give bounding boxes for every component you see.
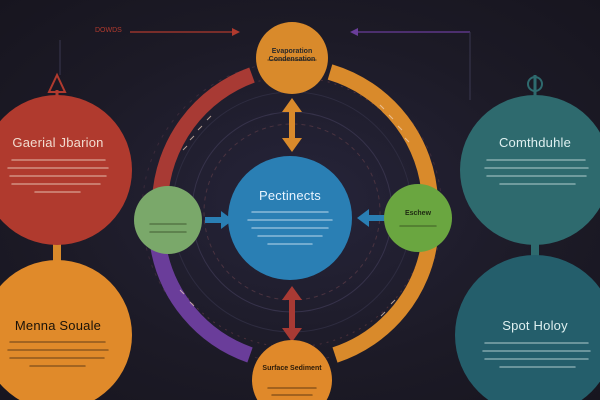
node-bottom <box>252 340 332 400</box>
node-body-lines <box>7 59 591 396</box>
node-right-lower-title: Spot Holoy <box>502 318 568 333</box>
node-left-small <box>134 186 202 254</box>
node-top-title: Evaporation Condensation <box>268 48 316 63</box>
node-right-upper-title: Comthduhle <box>498 135 572 150</box>
top-left-header: DOWDS <box>95 27 122 34</box>
cycle-arcs <box>150 64 438 363</box>
node-left-lower-title: Menna Souale <box>14 318 102 333</box>
node-top <box>256 22 328 94</box>
node-right-small-title: Eschew <box>404 210 432 217</box>
node-left-lower <box>0 260 132 400</box>
node-left-upper <box>0 95 132 245</box>
node-left-upper-title: Gaerial Jbarion <box>12 135 104 150</box>
nodes <box>0 22 600 400</box>
node-right-small <box>384 184 452 252</box>
node-center-title: Pectinects <box>259 188 321 203</box>
top-guide-arrows <box>59 28 471 100</box>
arc-text-marks <box>179 104 410 317</box>
node-right-lower <box>455 255 600 400</box>
node-bottom-title: Surface Sediment <box>262 365 322 372</box>
node-center <box>228 156 352 280</box>
node-right-upper <box>460 95 600 245</box>
